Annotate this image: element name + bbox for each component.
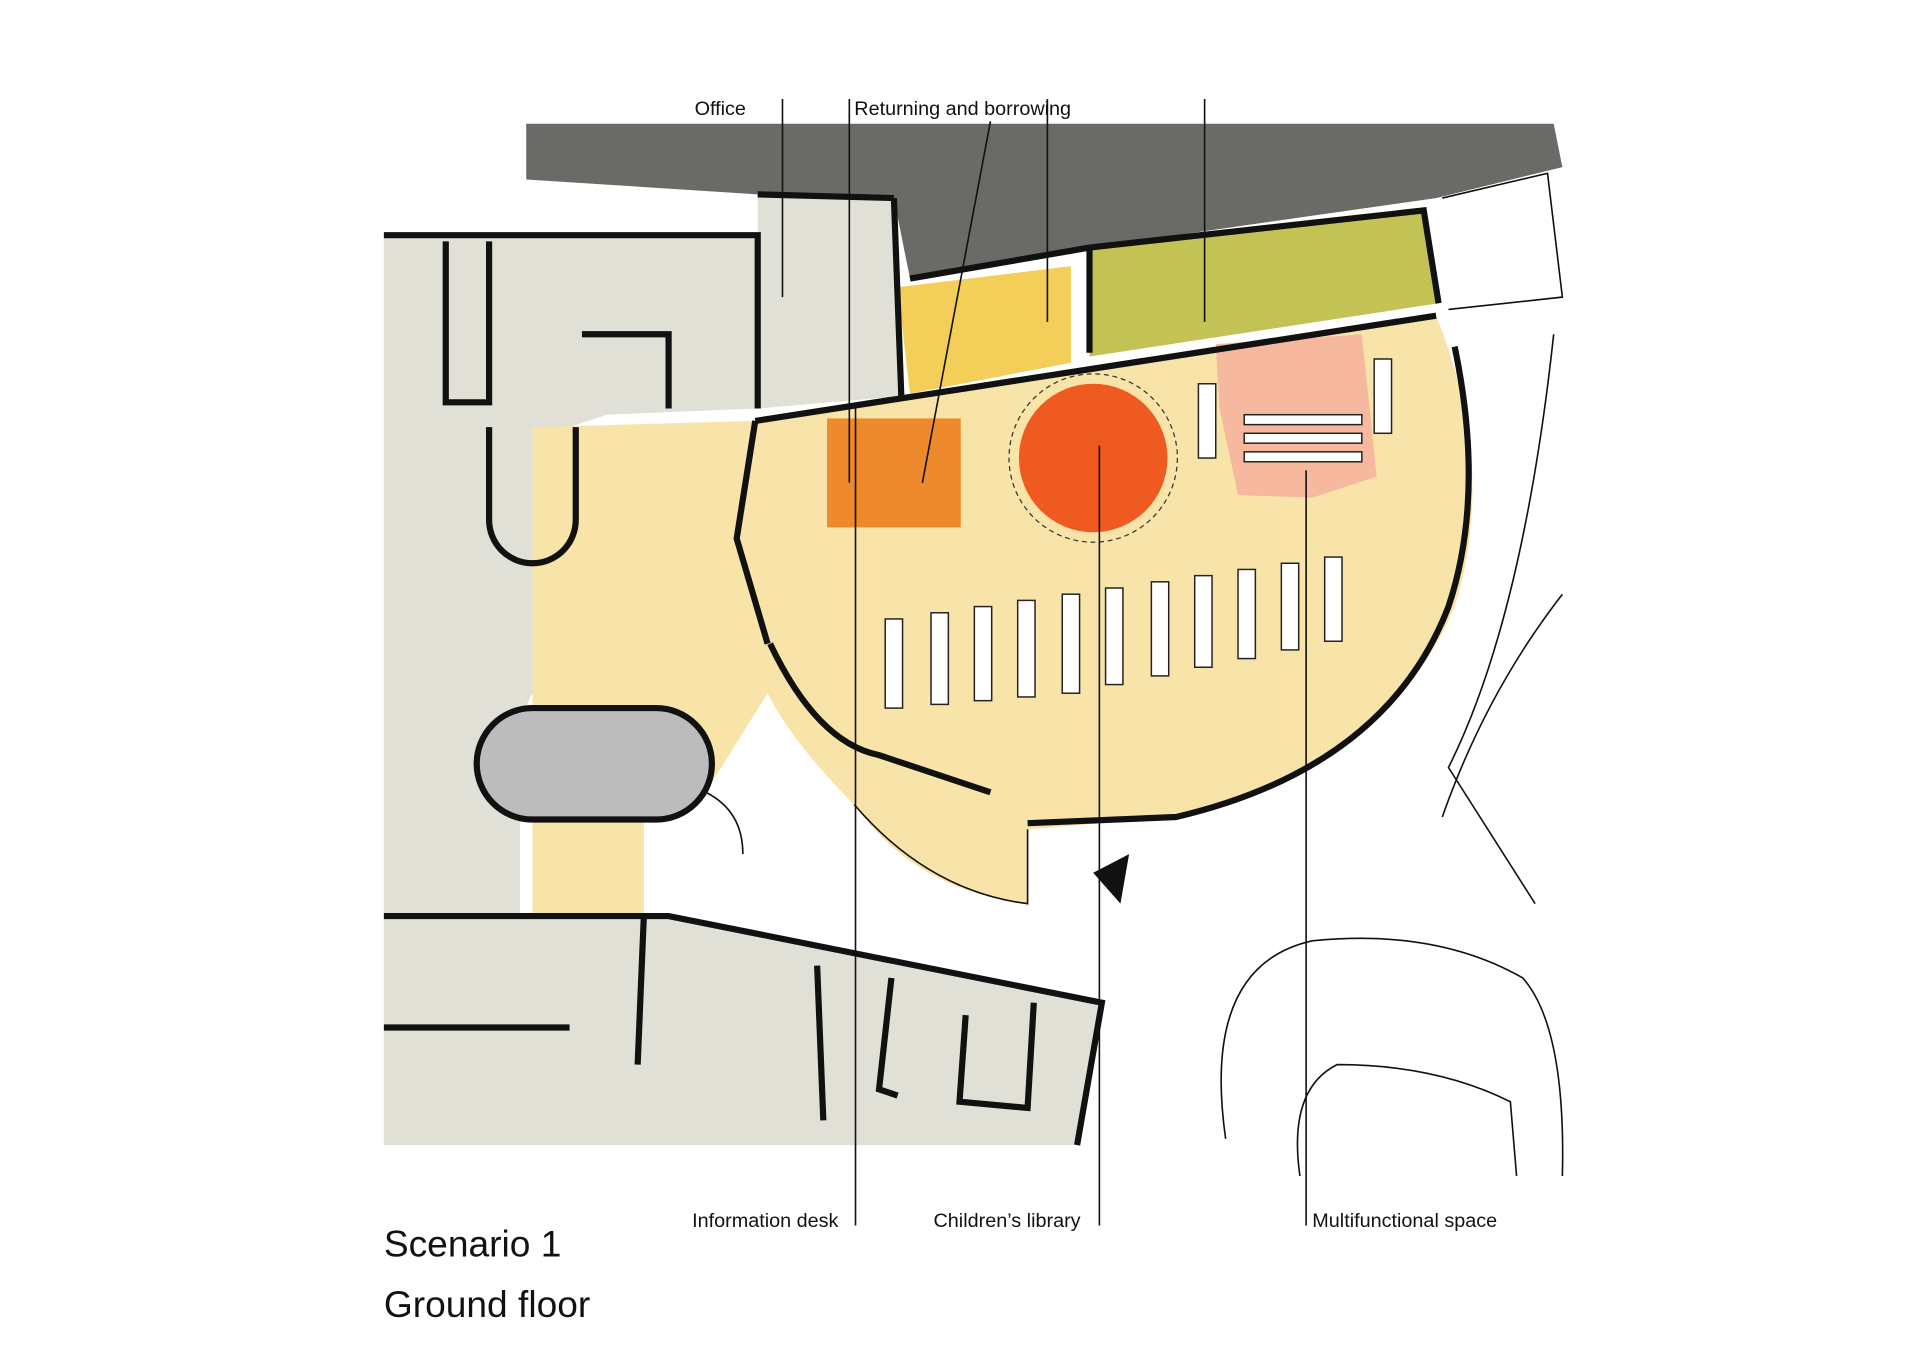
seating-row <box>1243 413 1363 426</box>
label-information-desk: Information desk <box>692 1210 838 1232</box>
toilets <box>476 708 712 820</box>
seating-row <box>1243 451 1363 463</box>
label-office: Office <box>695 98 746 120</box>
bookshelves <box>884 358 1393 709</box>
bookshelf <box>1280 562 1300 651</box>
bookshelf <box>1016 599 1036 698</box>
bookshelf <box>884 618 904 709</box>
information-desk <box>827 418 961 528</box>
bookshelf <box>1061 593 1081 694</box>
seating-row <box>1243 432 1363 444</box>
landscape <box>1220 172 1564 1177</box>
plan-title: Scenario 1 <box>384 1222 562 1264</box>
bookshelf <box>1373 358 1393 435</box>
childrens-library <box>1018 383 1168 533</box>
bookshelf <box>1197 383 1217 459</box>
plan-subtitle: Ground floor <box>384 1283 590 1325</box>
bookshelf <box>1104 587 1124 686</box>
bookshelf <box>930 612 950 706</box>
bookshelf <box>973 605 993 702</box>
walls <box>383 191 1472 1146</box>
bookshelf <box>1323 556 1343 642</box>
entrance-arrow-icon <box>1093 854 1130 904</box>
label-returning-borrowing: Returning and borrowing <box>854 98 1071 120</box>
street-band <box>526 123 1563 279</box>
group-room <box>1089 210 1439 357</box>
bookshelf <box>1237 568 1257 660</box>
label-childrens-library: Children’s library <box>934 1210 1081 1232</box>
leader-lines <box>781 99 1307 1226</box>
bookshelf <box>1150 581 1170 677</box>
label-multifunctional-space: Multifunctional space <box>1312 1210 1497 1232</box>
study-room <box>897 266 1071 394</box>
bookshelf <box>1193 574 1213 668</box>
